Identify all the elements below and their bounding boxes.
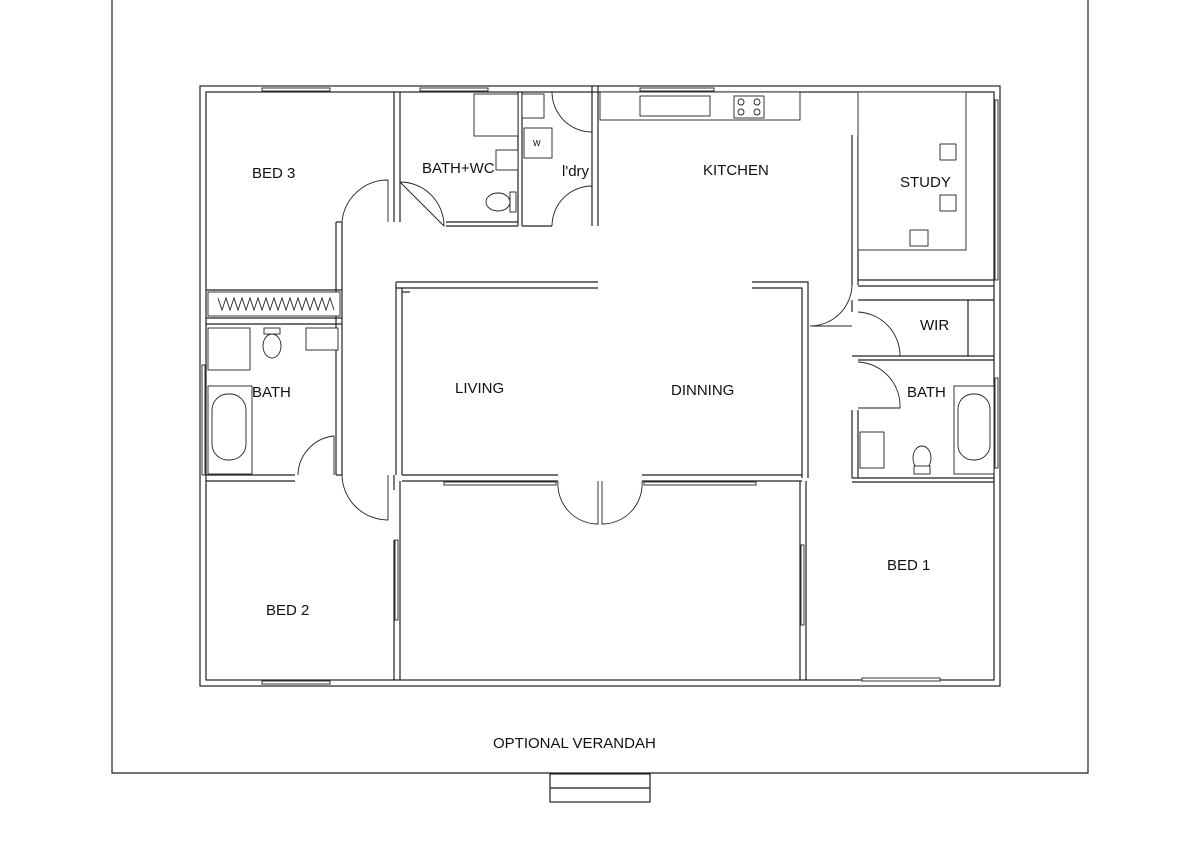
room-label-bath-right: BATH [907,384,946,401]
room-label-bath-wc: BATH+WC [422,160,495,177]
room-label-bath-left: BATH [252,384,291,401]
interior-walls [206,86,994,680]
room-labels: BED 3 BATH+WC l'dry KITCHEN STUDY BATH L… [252,160,951,752]
bathtub-icon-right [953,385,995,475]
cooktop-icon [733,95,765,119]
bathtub-icon [207,385,253,475]
room-label-verandah: OPTIONAL VERANDAH [493,735,656,752]
vanity-left [305,327,339,351]
fixtures: W [207,91,995,475]
toilet-icon [912,445,932,475]
washing-machine [523,127,553,159]
room-label-study: STUDY [900,174,951,191]
shower-tray [473,93,519,137]
study-desk [857,91,967,251]
room-label-dinning: DINNING [671,382,734,399]
room-label-laundry: l'dry [562,163,590,180]
doors [297,91,901,525]
toilet-icon [262,327,282,359]
room-label-kitchen: KITCHEN [703,162,769,179]
vanity [495,149,519,171]
room-label-bed1: BED 1 [887,557,930,574]
room-label-bed3: BED 3 [252,165,295,182]
shower-tray-left [207,327,251,371]
verandah-outline [111,0,1089,803]
sink-icon [639,95,711,117]
washer-label: W [533,139,541,148]
room-label-bed2: BED 2 [266,602,309,619]
windows [201,87,999,685]
toilet-icon [485,191,517,213]
room-label-wir: WIR [920,317,949,334]
vanity-right [859,431,885,469]
wardrobe-hangers [207,291,341,317]
room-label-living: LIVING [455,380,504,397]
basin [521,93,545,119]
chair-icon [909,229,929,247]
chair-icon [939,194,957,212]
chair-icon [939,143,957,161]
